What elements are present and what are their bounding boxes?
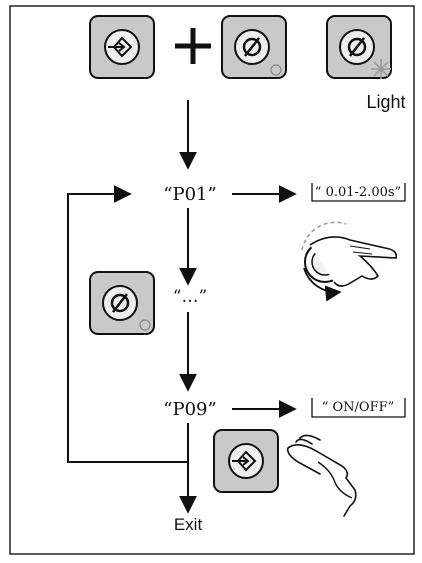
enter-arrow-icon — [228, 443, 264, 479]
step-p09-label: “P09” — [163, 399, 216, 420]
svg-text:“ ON/OFF”: “ ON/OFF” — [322, 400, 395, 415]
step-p01-label: “P01” — [163, 184, 216, 205]
indicator-led — [270, 64, 282, 76]
diagram-frame — [9, 5, 415, 555]
plus-operator: + — [175, 28, 211, 64]
enter-arrow-icon — [104, 29, 140, 65]
p01-range-box: “ 0.01-2.00s” — [311, 183, 406, 202]
indicator-led — [139, 319, 151, 331]
null-button-side[interactable] — [89, 271, 155, 335]
null-button-light[interactable] — [326, 15, 392, 79]
step-ellipsis-label: “…” — [173, 287, 207, 307]
enter-button-bottom[interactable] — [213, 429, 279, 493]
null-symbol-icon — [234, 29, 270, 65]
svg-text:“ 0.01-2.00s”: “ 0.01-2.00s” — [315, 185, 401, 200]
pointing-hand-icon — [286, 434, 357, 517]
null-button-top[interactable] — [221, 15, 287, 79]
light-star-icon — [371, 59, 391, 79]
p09-range-box: “ ON/OFF” — [311, 398, 406, 418]
null-symbol-icon — [102, 285, 138, 321]
enter-button-top[interactable] — [89, 15, 155, 79]
rotate-knob-hand-icon — [301, 221, 398, 302]
exit-label: Exit — [174, 515, 203, 534]
loop-back-arrow — [67, 185, 189, 463]
null-symbol-icon — [339, 29, 375, 65]
light-label: Light — [366, 92, 405, 112]
